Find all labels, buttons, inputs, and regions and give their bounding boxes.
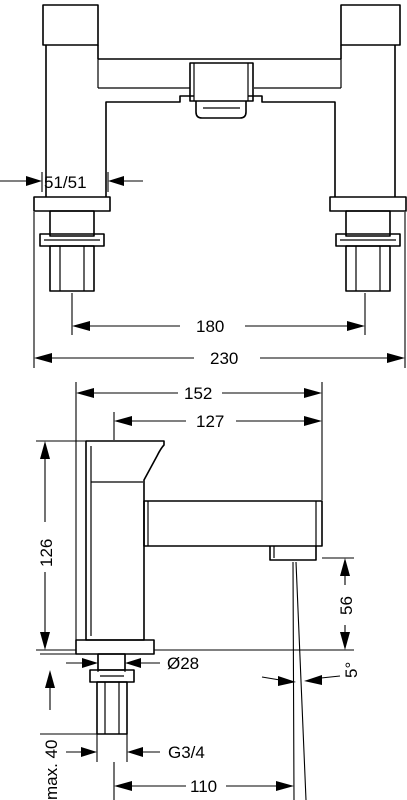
right-handle [340, 4, 401, 46]
side-spout-inner [147, 501, 317, 546]
arrow [276, 781, 294, 791]
dim-height: 126 [37, 539, 56, 567]
arrow [127, 747, 143, 757]
side-outlet [269, 546, 317, 561]
left-handle [42, 4, 99, 46]
arrow [347, 321, 365, 331]
arrow [82, 658, 98, 668]
arrow [26, 176, 42, 186]
arrow [81, 747, 97, 757]
diverter-body [189, 62, 254, 102]
dim-spout-height: 56 [337, 596, 356, 615]
side-handle-inner [90, 446, 143, 636]
right-base-plate [329, 196, 407, 212]
arrow [304, 675, 322, 685]
arrow [40, 441, 50, 459]
arrow [45, 670, 55, 688]
arrow [304, 416, 322, 426]
arrow [72, 321, 90, 331]
arrow [76, 388, 94, 398]
arrow [34, 353, 52, 363]
arrow [278, 676, 296, 686]
arrow [108, 176, 124, 186]
bridge-body [45, 45, 396, 197]
right-base-shank [345, 245, 391, 292]
arrow [304, 388, 322, 398]
aerator [195, 101, 247, 119]
dim-spout-angle: 5° [342, 662, 361, 678]
arrow [387, 353, 405, 363]
arrow [114, 416, 132, 426]
side-spout [143, 500, 323, 547]
dim-spout-reach: 127 [196, 412, 224, 431]
side-base-detail [100, 675, 124, 734]
side-handle [85, 440, 165, 641]
dim-axis-to-outlet: 110 [190, 777, 217, 796]
left-base-shank [49, 245, 95, 292]
left-base-detail [44, 239, 100, 291]
arrow [125, 658, 141, 668]
right-base-detail [340, 239, 396, 291]
arrow [340, 632, 350, 650]
side-base-plate [75, 639, 155, 655]
left-base-plate [33, 196, 111, 212]
left-base-nut-top [49, 210, 95, 237]
arrow [340, 558, 350, 576]
side-view: 152 127 126 56 5° Ø28 max [36, 382, 361, 800]
dim-top-conn: 51/51 [44, 173, 87, 192]
front-view: 51/51 180 230 [0, 4, 407, 368]
bridge-inner [97, 59, 342, 89]
dim-depth-total: 152 [184, 384, 212, 403]
arrow [114, 781, 132, 791]
diverter-line [193, 63, 249, 101]
dim-center-distance: 180 [196, 317, 224, 336]
dim-thread: G3/4 [168, 743, 205, 762]
dim-base-diameter: Ø28 [167, 654, 199, 673]
right-base-nut-top [345, 210, 391, 237]
side-base-nut [97, 653, 126, 671]
side-base-shank [96, 681, 128, 735]
arrow [40, 632, 50, 650]
dim-max-deck: max. 40 [42, 740, 61, 800]
dim-overall-width: 230 [210, 349, 238, 368]
